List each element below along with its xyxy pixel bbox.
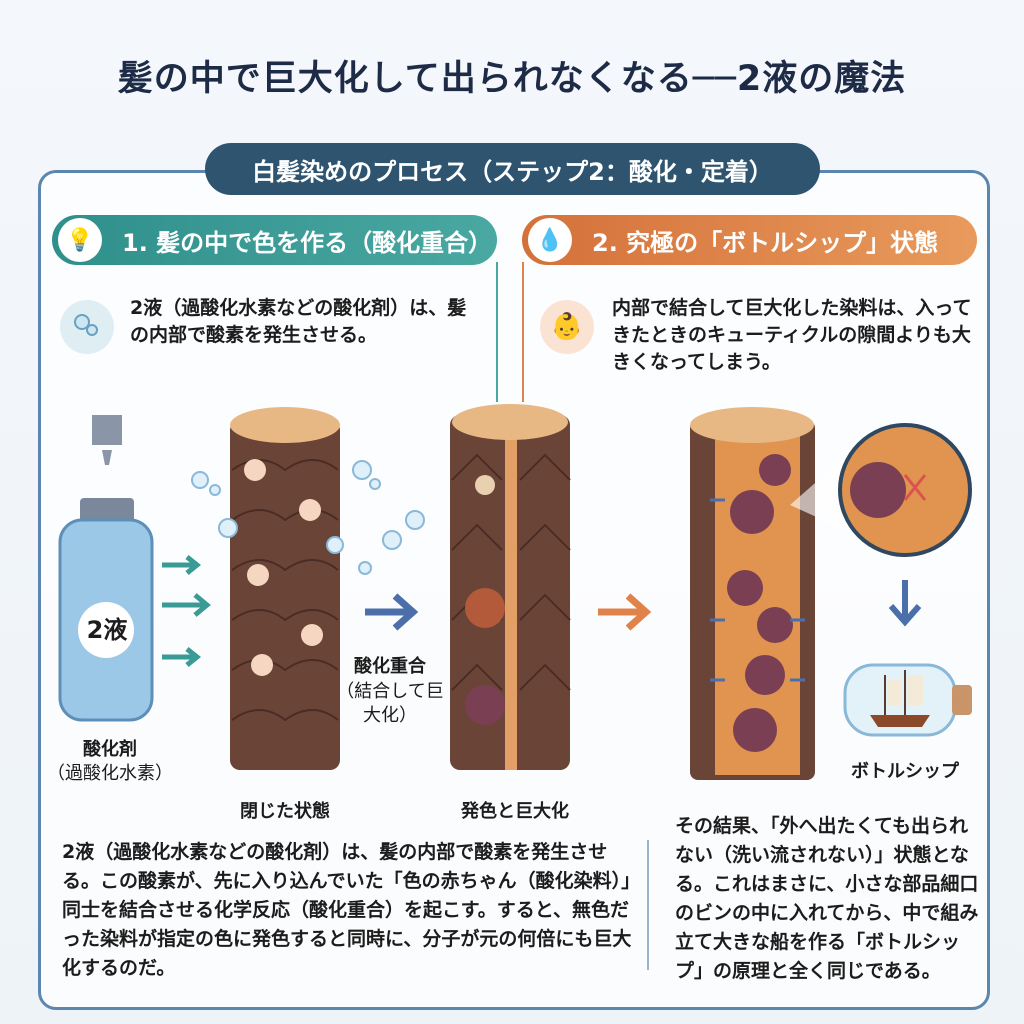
oxidation-label: 酸化重合 xyxy=(354,656,426,677)
arrow-icon xyxy=(162,555,202,575)
oxidation-sub-label: （結合して巨大化） xyxy=(336,681,444,726)
section1-title: 1. 髪の中で色を作る（酸化重合） xyxy=(122,228,493,257)
process-illustration xyxy=(58,404,972,780)
section1-header: 💡 1. 髪の中で色を作る（酸化重合） xyxy=(52,215,497,265)
arrow-icon xyxy=(365,593,419,631)
magnifier-detail xyxy=(790,423,972,557)
divider-orange xyxy=(522,262,524,402)
process-banner: 白髪染めのプロセス（ステップ2：酸化・定着） xyxy=(205,143,820,195)
ship-in-bottle-icon xyxy=(843,663,972,737)
oxidizer-label: 酸化剤 xyxy=(83,739,137,760)
color-growth-label: 発色と巨大化 xyxy=(461,801,569,822)
droplet-icon: 💧 xyxy=(528,218,572,262)
arrow-icon xyxy=(162,593,211,617)
section2-description: 内部で結合して巨大化した染料は、入ってきたときのキューティクルの隙間よりも大きく… xyxy=(612,297,972,373)
oxidizer-sub-label: （過酸化水素） xyxy=(47,763,173,784)
hair-coloring xyxy=(450,404,571,770)
section2-title: 2. 究極の「ボトルシップ」状態 xyxy=(592,228,939,257)
text-divider xyxy=(647,840,649,970)
baby-icon: 👶 xyxy=(540,300,594,354)
bubbles-icon xyxy=(60,300,114,354)
arrow-down-icon xyxy=(888,580,922,627)
right-explanation: その結果、「外へ出たくても出られない（洗い流されない）」状態となる。これはまさに… xyxy=(675,815,979,982)
section2-header: 💧 2. 究極の「ボトルシップ」状態 xyxy=(522,215,977,265)
hair-closed xyxy=(230,407,340,770)
divider-teal xyxy=(496,262,498,402)
section1-description: 2液（過酸化水素などの酸化剤）は、髪の内部で酸素を発生させる。 xyxy=(130,297,467,346)
bottle-label: 2液 xyxy=(86,616,128,644)
arrow-icon xyxy=(598,593,652,631)
bottle-ship-label: ボトルシップ xyxy=(851,761,959,782)
developer-bottle xyxy=(58,415,154,722)
lightbulb-icon: 💡 xyxy=(58,218,102,262)
hair-locked xyxy=(690,407,815,780)
left-explanation: 2液（過酸化水素などの酸化剤）は、髪の内部で酸素を発生させる。この酸素が、先に入… xyxy=(62,841,641,979)
arrow-icon xyxy=(162,647,202,667)
closed-state-label: 閉じた状態 xyxy=(240,801,330,822)
page-title: 髪の中で巨大化して出られなくなる──2液の魔法 xyxy=(117,59,907,99)
